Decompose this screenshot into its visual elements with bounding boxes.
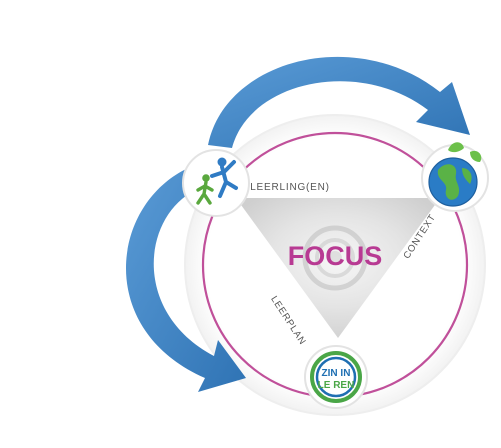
arrow-left: [125, 168, 246, 392]
label-leerlingen: LEERLING(EN): [250, 182, 330, 193]
globe-icon: [428, 142, 482, 207]
focus-triangle: [236, 198, 440, 338]
node-leerlingen: [182, 149, 250, 217]
node-zin-in-leren: ZIN IN LE REN: [304, 345, 368, 409]
logo-line-1: ZIN IN: [322, 368, 351, 379]
zin-in-leren-logo: ZIN IN LE REN: [310, 351, 362, 403]
target-icon: [302, 225, 368, 291]
logo-line-2: LE REN: [318, 380, 355, 391]
node-context: [421, 142, 489, 212]
focus-label: FOCUS: [288, 241, 383, 271]
children-playing-icon: [196, 157, 238, 205]
arrow-top: [208, 56, 470, 148]
